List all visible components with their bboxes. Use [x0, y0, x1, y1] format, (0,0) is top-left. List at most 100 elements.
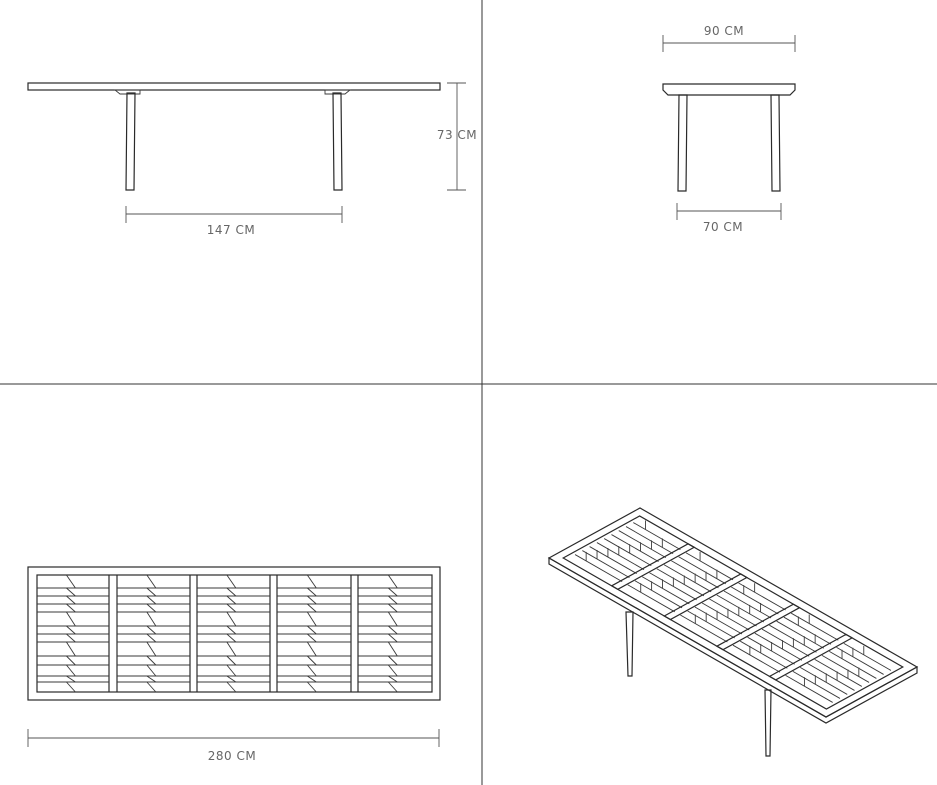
iso-slat-line	[761, 628, 810, 657]
plan-slat-joint	[388, 587, 398, 597]
plan-slat-joint	[306, 655, 317, 666]
width-label: 90 CM	[704, 24, 744, 38]
iso-slat-line	[656, 568, 705, 597]
plan-slat-joint	[226, 675, 237, 683]
plan-slat-joint	[226, 664, 237, 677]
plan-slat-joint	[226, 587, 237, 597]
plan-slat-joint	[226, 574, 237, 589]
iso-slat-line	[574, 554, 623, 582]
iso-slat-line	[829, 651, 877, 679]
plan-slat-joint	[226, 633, 237, 643]
iso-slat-line	[716, 594, 765, 623]
plan-slat-joint	[306, 664, 317, 677]
length-label: 280 CM	[208, 749, 256, 763]
plan-slat-joint	[66, 664, 76, 677]
plan-slat-joint	[66, 641, 76, 657]
iso-slat-line	[627, 584, 676, 613]
iso-crossbar	[663, 573, 749, 621]
table-top-side	[27, 82, 441, 91]
end-leg-left	[677, 94, 688, 192]
plan-slat-joint	[66, 595, 76, 605]
iso-slat-line	[731, 586, 779, 615]
plan-slat-joint	[146, 574, 157, 589]
iso-slat-line	[701, 602, 750, 631]
iso-slat-line	[792, 671, 841, 699]
iso-slat-line	[709, 598, 757, 627]
plan-slat-joint	[226, 681, 237, 693]
side-elevation: 73 CM 147 CM	[27, 82, 477, 237]
iso-crossbar	[715, 603, 801, 651]
iso-slat-line	[625, 526, 674, 554]
plan-slat-joint	[66, 675, 76, 683]
iso-crossbar	[610, 543, 696, 590]
plan-slat-joint	[387, 611, 398, 627]
plan-slat-joint	[306, 611, 317, 627]
leg-left	[125, 92, 136, 191]
plan-slat-joint	[226, 625, 237, 635]
iso-slat-line	[776, 620, 824, 649]
end-leg-span-dimension-line	[676, 203, 782, 220]
plan-slat-joint	[146, 664, 157, 677]
end-leg-span-label: 70 CM	[703, 220, 743, 234]
plan-view: 280 CM	[27, 566, 441, 763]
plan-slat-joint	[146, 681, 157, 693]
plan-slat-joint	[307, 633, 317, 643]
iso-slat-line	[603, 538, 652, 566]
plan-slat-joint	[146, 595, 157, 605]
plan-slat-joint	[66, 625, 76, 635]
plan-outer-frame	[27, 566, 441, 701]
leg-span-dimension-line	[125, 206, 343, 223]
plan-slat-joint	[387, 681, 398, 693]
plan-slat-joint	[387, 655, 398, 666]
plan-slat-joint	[146, 603, 157, 613]
plan-slat-joint	[388, 625, 398, 635]
plan-slat-joint	[307, 603, 317, 613]
iso-slat-line	[769, 624, 817, 653]
end-elevation: 90 CM 70 CM	[662, 24, 796, 234]
plan-slat-joint	[66, 655, 76, 666]
end-leg-right	[770, 94, 781, 192]
plan-slat-joint	[226, 595, 237, 605]
iso-slat-line	[634, 580, 683, 609]
plan-slat-joint	[66, 574, 76, 589]
iso-slat-line	[582, 550, 630, 578]
iso-slat-line	[589, 546, 637, 574]
plan-slat-joint	[226, 641, 237, 657]
iso-slat-line	[732, 644, 781, 673]
iso-slat-line	[785, 675, 833, 703]
plan-slat-joint	[226, 655, 237, 666]
iso-slat-line	[618, 530, 667, 558]
iso-slat-line	[783, 616, 832, 645]
iso-inner-frame	[561, 515, 905, 710]
iso-slat-line	[799, 667, 848, 695]
iso-slat-line	[694, 606, 743, 635]
plan-inner-frame	[36, 574, 433, 693]
iso-slat-line	[807, 663, 855, 691]
plan-slat-joint	[307, 625, 317, 635]
leg-right	[332, 92, 343, 191]
plan-slat-joint	[306, 574, 317, 589]
iso-slat-line	[754, 632, 803, 661]
iso-top-edge	[548, 556, 918, 724]
iso-slat-line	[738, 582, 786, 611]
iso-slat-line	[843, 643, 892, 671]
iso-slat-line	[790, 612, 839, 641]
iso-slat-line	[663, 564, 712, 593]
plan-slat-joint	[66, 633, 76, 643]
height-label: 73 CM	[437, 128, 477, 142]
plan-slat-joint	[307, 587, 317, 597]
plan-slat-joint	[226, 611, 237, 627]
iso-slat-line	[611, 534, 659, 562]
iso-crossbar	[768, 633, 854, 681]
iso-slat-line	[740, 640, 788, 669]
iso-slat-line	[723, 590, 772, 619]
iso-slat-line	[680, 614, 728, 643]
leg-brackets	[113, 89, 352, 95]
plan-slat-joint	[306, 641, 317, 657]
iso-slat-line	[596, 542, 645, 570]
leg-span-label: 147 CM	[207, 223, 255, 237]
iso-slat-line	[747, 636, 795, 665]
iso-slat-line	[687, 610, 735, 639]
iso-top-outline	[547, 507, 919, 718]
